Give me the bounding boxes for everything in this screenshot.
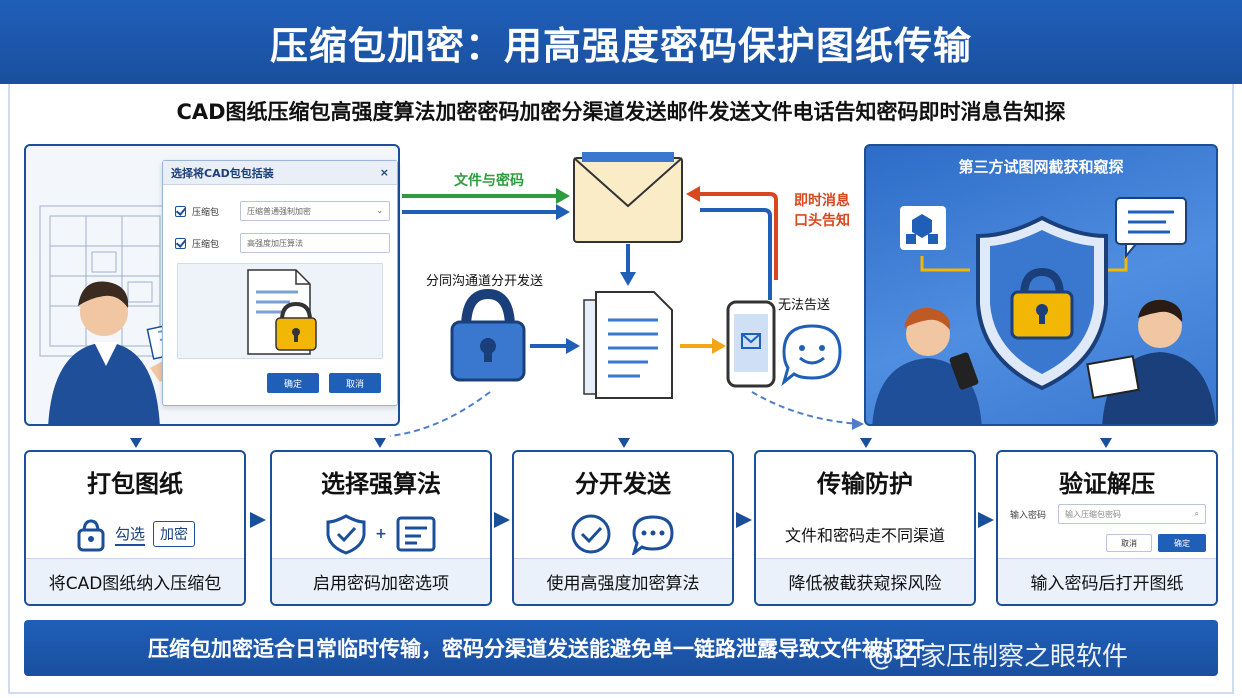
network-icon <box>900 206 946 250</box>
step-footer: 启用密码加密选项 <box>272 558 490 604</box>
banner-text: 压缩包加密适合日常临时传输，密码分渠道发送能避免单一链路泄露导致文件被打开 <box>148 637 925 661</box>
cancel-button[interactable]: 取消 <box>1106 534 1152 552</box>
page-title: 压缩包加密：用高强度密码保护图纸传输 <box>269 23 972 68</box>
form-icon <box>396 516 436 552</box>
preview-area <box>177 263 383 359</box>
ok-button[interactable]: 确定 <box>267 373 319 393</box>
step-footer: 使用高强度加密算法 <box>514 558 732 604</box>
field-value: 高强度加压算法 <box>247 239 303 248</box>
dialog-title: 选择将CAD包包括装 <box>171 166 274 180</box>
step-visual: + <box>272 510 490 558</box>
threat-panel <box>864 144 1218 426</box>
file-password-label: 文件与密码 <box>454 173 524 189</box>
step-pack: 打包图纸 勾选 加密 将CAD图纸纳入压缩包 <box>24 450 246 606</box>
close-icon[interactable]: × <box>379 166 389 179</box>
step-title: 分开发送 <box>575 470 671 498</box>
encrypt-tag: 加密 <box>153 521 195 547</box>
lock-icon <box>77 519 105 552</box>
content-frame <box>8 84 1234 694</box>
method-select[interactable]: 压缩普通强制加密 ⌄ <box>240 201 390 221</box>
cannot-tell-label: 无法告送 <box>778 298 831 313</box>
row-label: 压缩包 <box>192 239 220 250</box>
person-icon <box>872 307 982 424</box>
chat-icon <box>1115 197 1187 259</box>
plus-sign: + <box>375 526 387 542</box>
confirm-button[interactable]: 确定 <box>1158 534 1206 552</box>
shield-illustration <box>872 197 1216 424</box>
step-title: 验证解压 <box>1059 470 1155 498</box>
algorithm-field[interactable]: 高强度加压算法 <box>240 233 390 253</box>
dialog-row-1: 压缩包 压缩普通强制加密 ⌄ <box>175 201 390 221</box>
watermark: @名家压制察之眼软件 <box>868 642 1129 672</box>
password-input[interactable]: 输入压缩包密码 ⌕ <box>1058 504 1206 524</box>
password-label: 输入密码 <box>1010 511 1047 521</box>
row-label: 压缩包 <box>192 207 220 218</box>
person-icon <box>1086 299 1216 424</box>
step-visual: 文件和密码走不同渠道 <box>756 510 974 558</box>
step-visual: 勾选 加密 <box>26 510 244 558</box>
encrypt-dialog: 选择将CAD包包括装 × 压缩包 压缩普通强制加密 ⌄ 压缩包 高强度加压算法 … <box>162 160 398 406</box>
checkbox[interactable] <box>175 205 186 217</box>
step-footer: 降低被截获窥探风险 <box>756 558 974 604</box>
search-icon: ⌕ <box>1194 509 1199 518</box>
step-algorithm: 选择强算法 + 启用密码加密选项 <box>270 450 492 606</box>
bottom-banner: 压缩包加密适合日常临时传输，密码分渠道发送能避免单一链路泄露导致文件被打开 <box>24 620 1218 676</box>
checkbox[interactable] <box>175 237 186 249</box>
check-circle-icon <box>571 514 611 554</box>
locked-document-icon <box>247 269 317 355</box>
step-title: 选择强算法 <box>321 470 441 498</box>
input-placeholder: 输入压缩包密码 <box>1065 510 1121 519</box>
separate-channel-label: 分同沟通道分开发送 <box>426 274 544 289</box>
shield-check-icon <box>326 514 366 555</box>
select-value: 压缩普通强制加密 <box>247 207 311 216</box>
verbal-notice-label: 口头告知 <box>794 213 850 229</box>
dialog-row-2: 压缩包 高强度加压算法 <box>175 233 390 253</box>
check-option-label: 勾选 <box>114 523 145 546</box>
threat-panel-title: 第三方试图网截获和窥探 <box>958 158 1124 176</box>
step-title: 传输防护 <box>817 470 913 498</box>
step-verify: 验证解压 输入密码 输入压缩包密码 ⌕ 取消 确定 输入密码后打开图纸 <box>996 450 1218 606</box>
dialog-header: 选择将CAD包包括装 × <box>163 161 397 185</box>
instant-message-label: 即时消息 <box>794 193 850 209</box>
shield-icon <box>976 215 1108 391</box>
chevron-down-icon: ⌄ <box>376 206 383 215</box>
step-visual <box>514 510 732 558</box>
step-send: 分开发送 使用高强度加密算法 <box>512 450 734 606</box>
channel-note: 文件和密码走不同渠道 <box>784 526 945 545</box>
step-footer: 将CAD图纸纳入压缩包 <box>26 558 244 604</box>
step-footer: 输入密码后打开图纸 <box>998 558 1216 604</box>
step-protect: 传输防护 文件和密码走不同渠道 降低被截获窥探风险 <box>754 450 976 606</box>
title-bar: 压缩包加密：用高强度密码保护图纸传输 <box>0 0 1242 84</box>
cancel-button[interactable]: 取消 <box>329 373 381 393</box>
step-title: 打包图纸 <box>87 470 183 498</box>
chat-bubble-icon <box>631 515 674 555</box>
subtitle: CAD图纸压缩包高强度算法加密密码加密分渠道发送邮件发送文件电话告知密码即时消息… <box>176 100 1066 124</box>
